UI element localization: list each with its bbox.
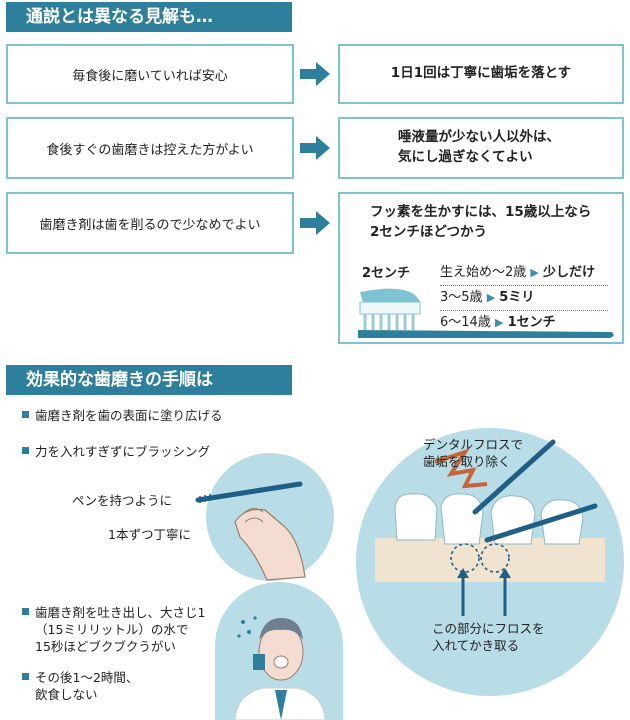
step-text: 15秒ほどブクブクうがい bbox=[35, 639, 176, 654]
triangle-right-icon: ▶ bbox=[486, 291, 496, 304]
divider bbox=[440, 310, 608, 311]
bullet-square-icon bbox=[22, 673, 29, 680]
myth-box-1: 毎食後に磨いていれば安心 bbox=[6, 44, 294, 104]
age-row-3: 6〜14歳 ▶ 1センチ bbox=[440, 313, 610, 333]
myth-text-3: 歯磨き剤は歯を削るので少なめでよい bbox=[39, 217, 261, 233]
step-text: 飲食しない bbox=[35, 687, 98, 702]
step-text: 歯磨き剤を歯の表面に塗り広げる bbox=[35, 408, 223, 423]
step-text: 力を入れすぎずにブラッシング bbox=[35, 444, 211, 459]
arrow-right-icon bbox=[300, 62, 330, 86]
section1-header: 通説とは異なる見解も… bbox=[6, 2, 292, 32]
amount-label: 5ミリ bbox=[499, 290, 535, 305]
fact-line: 気にし過ぎなくてよい bbox=[398, 149, 533, 165]
fact-line: フッ素を生かすには、15歳以上なら bbox=[370, 204, 592, 220]
myth-text-2: 食後すぐの歯磨きは控えた方がよい bbox=[46, 142, 254, 158]
floss-instruction: この部分にフロスを 入れてかき取る bbox=[432, 620, 545, 654]
gargling-man-illustration bbox=[215, 582, 343, 720]
floss-instruction-line: 入れてかき取る bbox=[432, 638, 520, 653]
bullet-square-icon bbox=[22, 608, 29, 615]
step-text: 歯磨き剤を吐き出し、大さじ1 bbox=[35, 605, 206, 620]
toothbrush-icon bbox=[195, 481, 303, 503]
fact-box-2: 唾液量が少ない人以外は、 気にし過ぎなくてよい bbox=[338, 117, 624, 179]
myth-box-3: 歯磨き剤は歯を削るので少なめでよい bbox=[6, 192, 294, 254]
fact-line: 1日1回は丁寧に歯垢を落とす bbox=[390, 65, 572, 82]
amount-label: 少しだけ bbox=[543, 265, 596, 280]
step-1: 歯磨き剤を歯の表面に塗り広げる bbox=[22, 407, 223, 424]
age-label: 生え始め〜2歳 bbox=[440, 265, 527, 280]
step-text: （15ミリリットル）の水で bbox=[35, 622, 189, 637]
age-label: 3〜5歳 bbox=[440, 290, 483, 305]
fact-line: 2センチほどつかう bbox=[370, 223, 487, 240]
floss-title-line: デンタルフロスで bbox=[423, 437, 524, 452]
divider bbox=[440, 285, 608, 286]
floss-title-line: 歯垢を取り除く bbox=[423, 454, 511, 469]
triangle-right-icon: ▶ bbox=[494, 316, 504, 329]
step-text: その後1〜2時間、 bbox=[35, 670, 139, 685]
toothbrush-icon bbox=[358, 288, 614, 338]
step-3: 歯磨き剤を吐き出し、大さじ1 （15ミリリットル）の水で 15秒ほどブクブクうが… bbox=[22, 604, 205, 655]
myth-text-1: 毎食後に磨いていれば安心 bbox=[72, 68, 228, 84]
fact-box-3: フッ素を生かすには、15歳以上なら 2センチほどつかう bbox=[338, 192, 624, 344]
brush-note-grip: ペンを持つように bbox=[72, 493, 173, 508]
section2-header: 効果的な歯磨きの手順は bbox=[6, 365, 292, 395]
arrow-right-icon bbox=[300, 136, 330, 160]
bullet-square-icon bbox=[22, 447, 29, 454]
triangle-right-icon: ▶ bbox=[530, 266, 539, 279]
arrow-right-icon bbox=[300, 211, 330, 235]
fact-box-1: 1日1回は丁寧に歯垢を落とす bbox=[338, 44, 624, 104]
floss-illustration bbox=[356, 428, 624, 696]
floss-title: デンタルフロスで 歯垢を取り除く bbox=[423, 436, 523, 470]
age-label: 6〜14歳 bbox=[440, 315, 491, 330]
floss-instruction-line: この部分にフロスを bbox=[432, 621, 545, 636]
step-4: その後1〜2時間、 飲食しない bbox=[22, 669, 138, 703]
brush-note-each-tooth: 1本ずつ丁寧に bbox=[108, 527, 191, 542]
bullet-square-icon bbox=[22, 411, 29, 418]
step-2: 力を入れすぎずにブラッシング bbox=[22, 443, 210, 460]
myth-box-2: 食後すぐの歯磨きは控えた方がよい bbox=[6, 117, 294, 179]
amount-label: 1センチ bbox=[507, 315, 556, 330]
brushing-hand-illustration bbox=[206, 453, 334, 581]
toothpaste-length-label: 2センチ bbox=[362, 266, 411, 281]
age-row-1: 生え始め〜2歳 ▶ 少しだけ bbox=[440, 263, 610, 283]
fact-line: 唾液量が少ない人以外は、 bbox=[398, 129, 560, 146]
age-row-2: 3〜5歳 ▶ 5ミリ bbox=[440, 288, 610, 308]
